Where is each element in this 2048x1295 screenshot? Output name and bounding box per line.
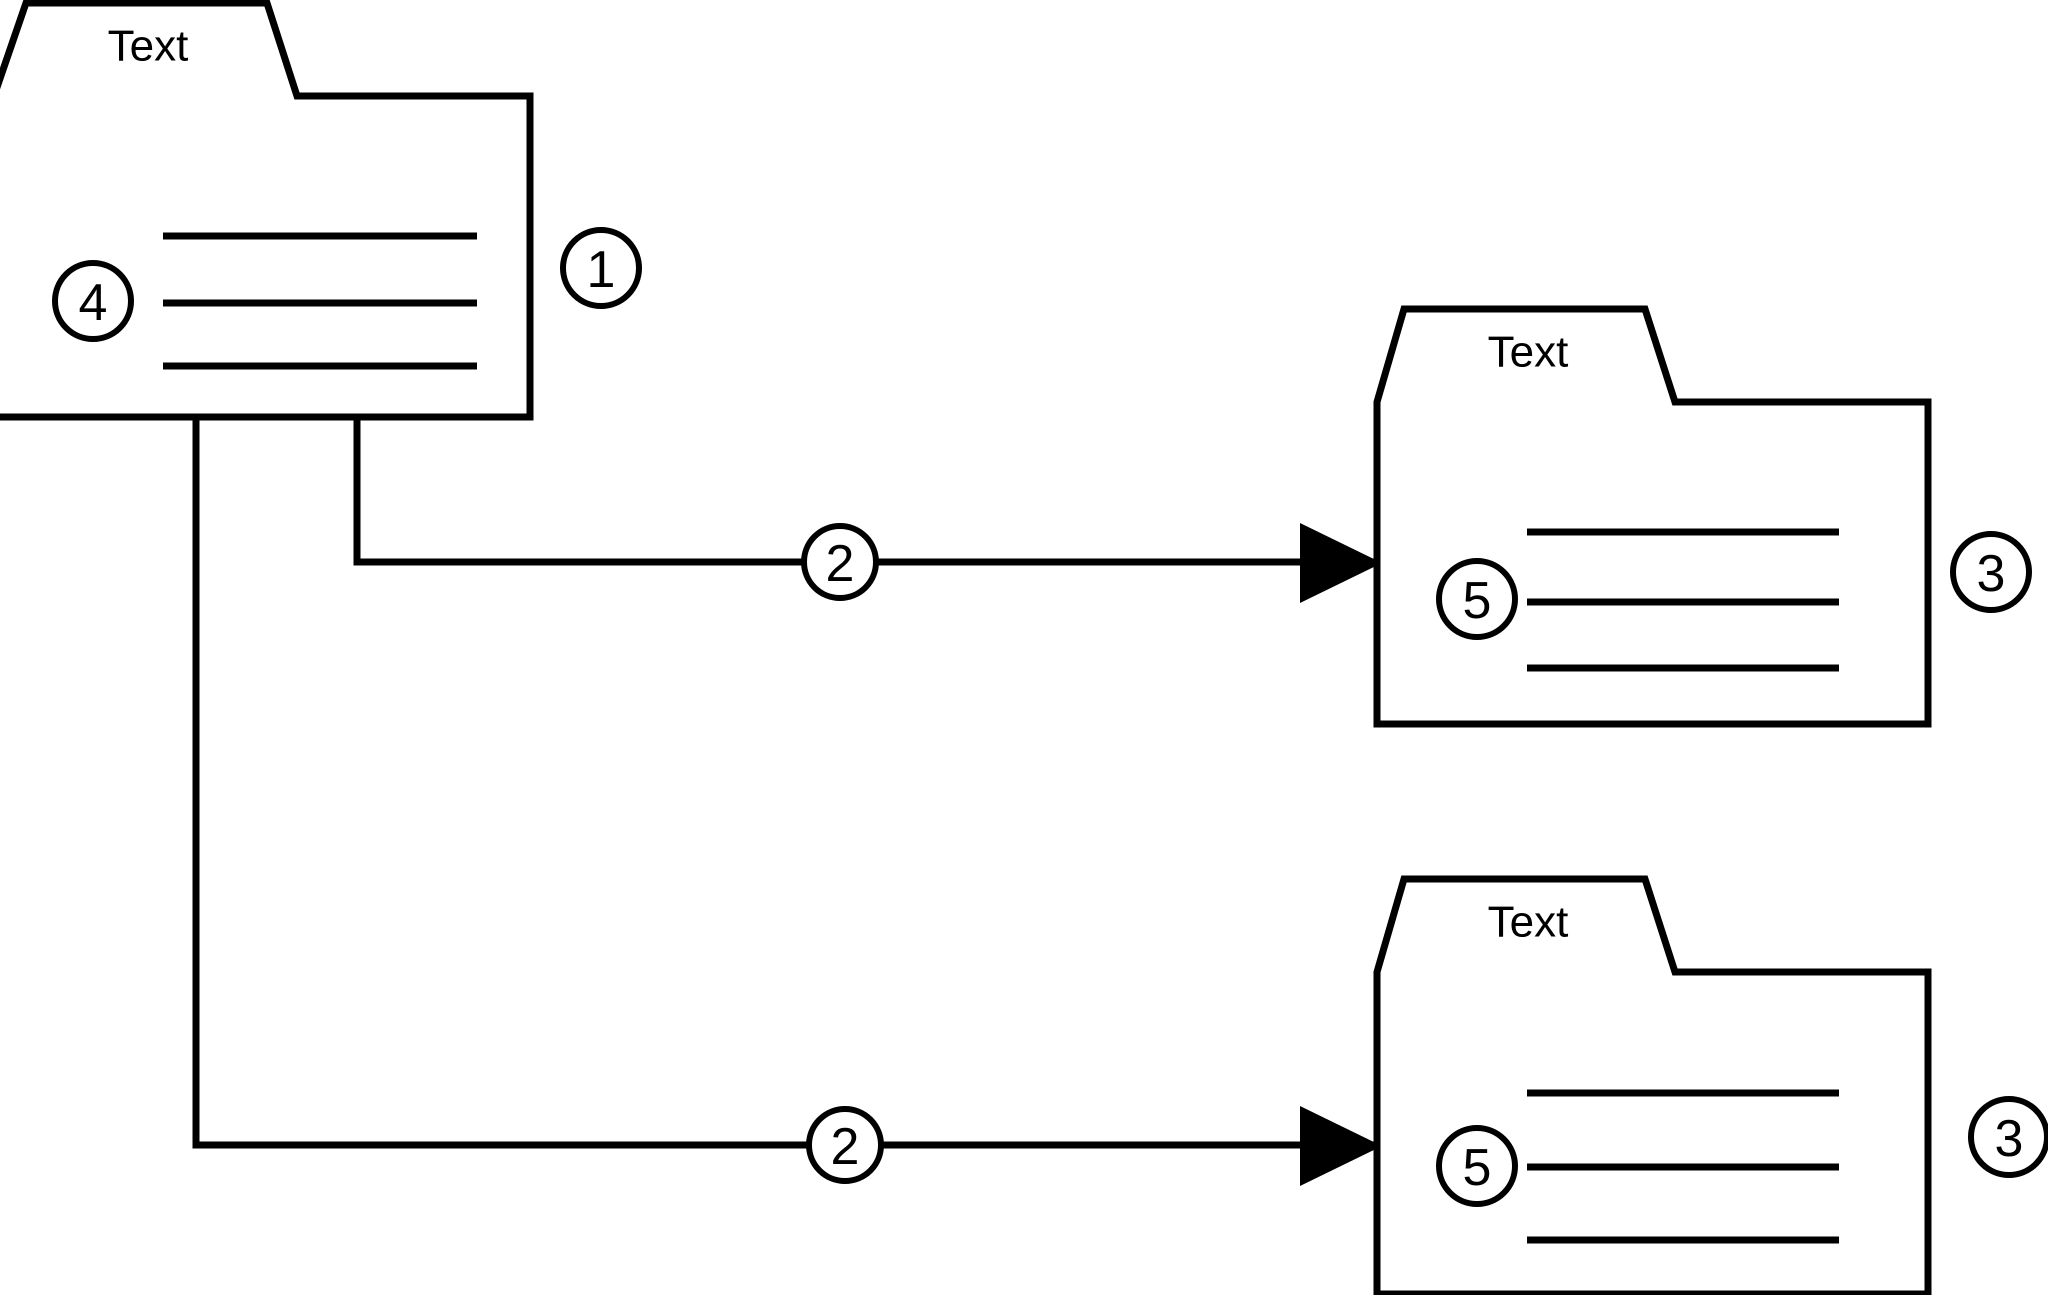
folder-2-outer-badge-circle [1950,531,2032,613]
edge-2-badge-label: 2 [831,1118,860,1176]
folder-node-2[interactable]: Text 5 [1373,305,1932,728]
connector-edge-1[interactable]: 2 [353,417,1382,603]
edge-2-arrowhead-icon [1300,1106,1382,1186]
folder-3-outer-badge-label: 3 [1995,1110,2024,1168]
edge-1-path [353,417,1380,566]
folder-1-inner-badge-circle [52,260,134,342]
folder-3-outer-badge: 3 [1968,1096,2048,1178]
edge-1-badge-label: 2 [826,535,855,593]
connector-edge-2[interactable]: 2 [192,417,1382,1186]
folder-3-title: Text [1488,898,1569,947]
folder-3-shape [1373,875,1932,1295]
edge-2-badge-circle [806,1106,884,1184]
edge-2-path [192,417,1380,1149]
edge-1-badge-circle [801,523,879,601]
folder-1-outer-badge-label: 1 [587,241,616,299]
edge-1-arrowhead-icon [1300,523,1382,603]
folder-2-outer-badge-label: 3 [1977,545,2006,603]
folder-3-inner-badge-label: 5 [1463,1139,1492,1197]
folder-3-inner-badge-circle [1436,1125,1518,1207]
folder-3-outer-badge-circle [1968,1096,2048,1178]
folder-node-3[interactable]: Text 5 [1373,875,1932,1295]
folder-1-title: Text [108,22,189,71]
folder-1-outer-badge-circle [560,227,642,309]
folder-1-shape [0,0,534,421]
folder-2-inner-badge-circle [1436,558,1518,640]
folder-1-outer-badge: 1 [560,227,642,309]
folder-2-outer-badge: 3 [1950,531,2032,613]
folder-1-inner-badge-label: 4 [79,274,108,332]
folder-2-shape [1373,305,1932,728]
folder-2-inner-badge-label: 5 [1463,572,1492,630]
folder-2-title: Text [1488,328,1569,377]
folder-node-1[interactable]: Text 4 [0,0,534,421]
